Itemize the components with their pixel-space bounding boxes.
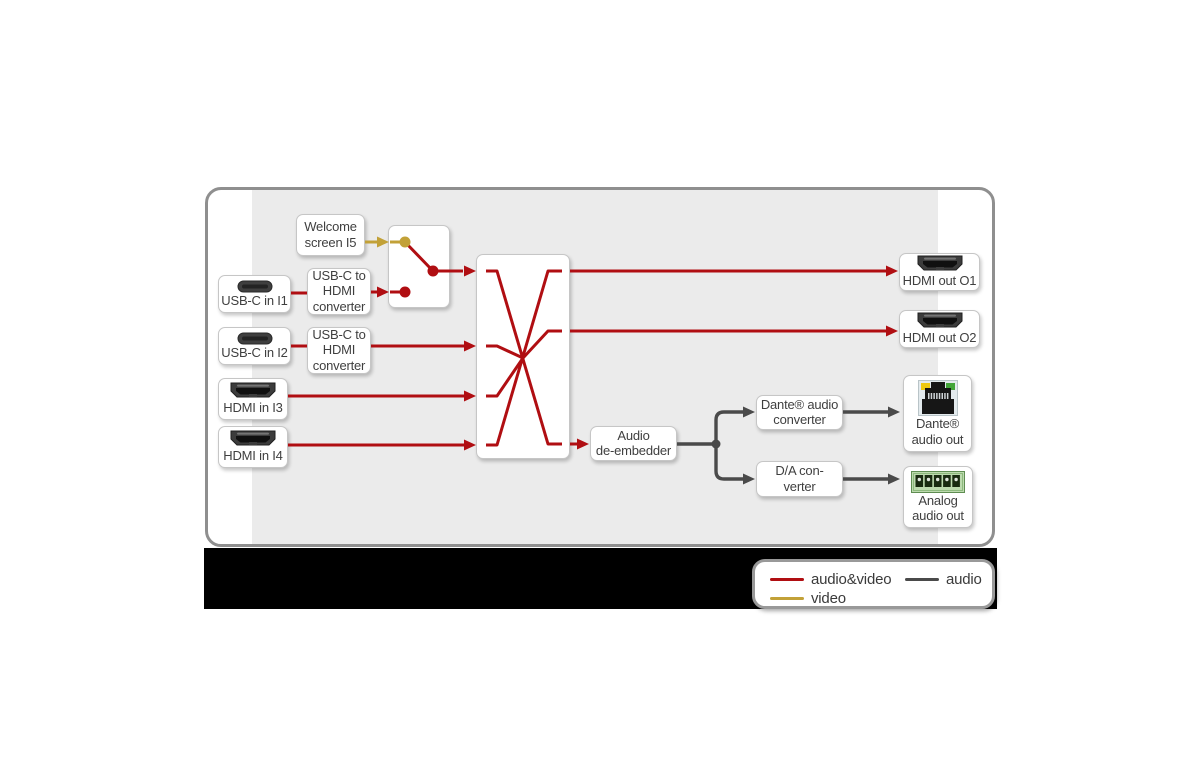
- node-usbc-hdmi-converter-2: USB-C to HDMI converter: [307, 327, 371, 374]
- hdmi-in-3-label: HDMI in I3: [223, 400, 283, 416]
- node-dante-audio-out: Dante® audio out: [903, 375, 972, 452]
- node-hdmi-out-2: HDMI out O2: [899, 310, 980, 348]
- legend-label-video: video: [811, 590, 846, 607]
- dante-converter-label-2: converter: [773, 412, 826, 427]
- hdmi-port-icon: [230, 382, 276, 398]
- node-da-converter: D/A con- verter: [756, 461, 843, 497]
- node-input-switch: [388, 225, 450, 308]
- hdmi-port-icon: [230, 430, 276, 446]
- node-audio-deembedder: Audio de-embedder: [590, 426, 677, 461]
- legend-item-video: video: [770, 590, 846, 607]
- dante-converter-label-1: Dante® audio: [760, 396, 839, 412]
- converter-2-label-1: USB-C to: [312, 327, 366, 343]
- analog-out-label-2: audio out: [912, 508, 964, 523]
- node-dante-converter: Dante® audio converter: [756, 395, 843, 430]
- legend-swatch-video: [770, 596, 804, 601]
- node-crosspoint-matrix: [476, 254, 570, 459]
- usbc-port-icon: [237, 332, 272, 345]
- converter-2-label-3: converter: [312, 357, 366, 373]
- dante-out-label-2: audio out: [911, 431, 964, 447]
- usbc-in-2-label: USB-C in I2: [221, 344, 288, 360]
- analog-out-label-1: Analog: [918, 492, 958, 508]
- node-usbc-in-2: USB-C in I2: [218, 327, 291, 365]
- legend: audio&video audio video: [752, 559, 995, 609]
- node-analog-audio-out: Analog audio out: [903, 466, 973, 528]
- converter-2-label-2: HDMI: [322, 342, 356, 358]
- dante-out-label-1: Dante®: [915, 416, 960, 432]
- node-welcome-screen: Welcome screen I5: [296, 214, 365, 256]
- hdmi-out-1-label: HDMI out O1: [902, 273, 977, 289]
- usbc-port-icon: [237, 280, 272, 293]
- welcome-screen-label-2: screen I5: [304, 234, 357, 250]
- legend-label-audio: audio: [946, 571, 982, 588]
- hdmi-port-icon: [917, 255, 962, 271]
- node-hdmi-in-4: HDMI in I4: [218, 426, 288, 468]
- legend-swatch-audio-video: [770, 577, 804, 582]
- node-usbc-in-1: USB-C in I1: [218, 275, 291, 313]
- legend-label-audio-video: audio&video: [811, 571, 892, 588]
- converter-1-label-1: USB-C to: [312, 268, 366, 284]
- da-converter-label-1: D/A con-: [775, 463, 824, 479]
- node-usbc-hdmi-converter-1: USB-C to HDMI converter: [307, 268, 371, 315]
- node-hdmi-out-1: HDMI out O1: [899, 253, 980, 291]
- welcome-screen-label-1: Welcome: [304, 219, 357, 235]
- deembedder-label-2: de-embedder: [595, 443, 672, 458]
- hdmi-in-4-label: HDMI in I4: [223, 448, 283, 464]
- converter-1-label-2: HDMI: [322, 283, 356, 299]
- legend-item-audio-video: audio&video: [770, 571, 892, 588]
- usbc-in-1-label: USB-C in I1: [221, 292, 288, 308]
- terminal-block-icon: [911, 470, 965, 493]
- hdmi-out-2-label: HDMI out O2: [902, 330, 977, 346]
- node-hdmi-in-3: HDMI in I3: [218, 378, 288, 420]
- converter-1-label-3: converter: [312, 298, 366, 314]
- rj45-port-icon: [917, 380, 958, 417]
- device-panel: [205, 187, 995, 547]
- hdmi-port-icon: [917, 312, 962, 328]
- deembedder-label-1: Audio: [617, 427, 650, 443]
- legend-item-audio: audio: [905, 571, 982, 588]
- da-converter-label-2: verter: [783, 478, 816, 494]
- legend-swatch-audio: [905, 577, 939, 582]
